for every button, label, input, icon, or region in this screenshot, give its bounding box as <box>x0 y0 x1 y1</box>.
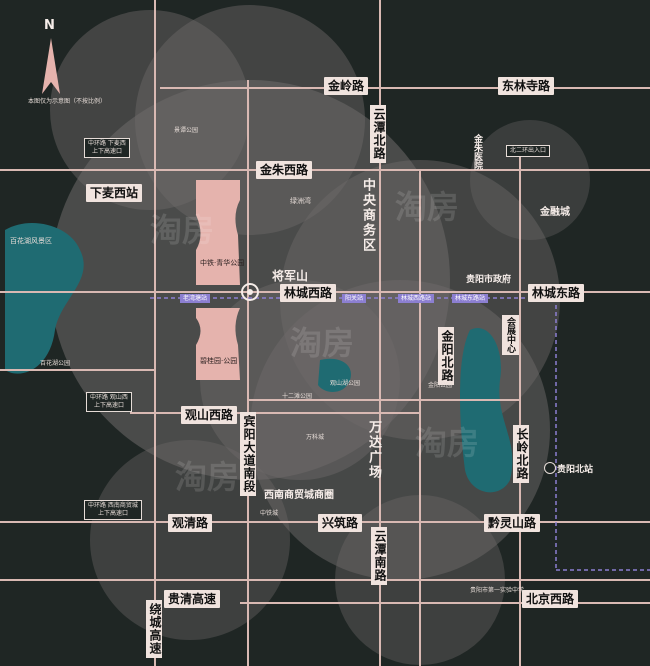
guanshan-exit-box: 中环路 观山西上下高速口 <box>86 392 132 412</box>
xiamai-station: 下麦西站 <box>86 184 143 202</box>
jiangjunshan-label: 将军山 <box>272 269 309 283</box>
metro-laowantang: 老湾塘站 <box>180 294 211 303</box>
road-lincheng-west: 林城西路 <box>280 284 337 302</box>
road-yuntan-north: 云潭北路 <box>370 105 386 163</box>
road-guiqing: 贵清高速 <box>164 590 221 608</box>
road-jinzhu-west: 金朱西路 <box>256 161 313 179</box>
poi-jinyang-park: 金阳公园 <box>428 382 453 389</box>
poi-baihua-park: 百花湖公园 <box>40 360 71 367</box>
road-guanshan-west: 观山西路 <box>181 406 238 424</box>
project-block-north <box>196 180 240 285</box>
north-arrow-icon <box>42 38 60 94</box>
wanda-label: 万达广场 <box>366 420 381 480</box>
watermark: 淘房 <box>415 424 480 462</box>
road-jinling: 金岭路 <box>324 77 369 95</box>
water-baihua-lake <box>5 222 84 374</box>
road-binyang: 宾阳大道南段 <box>240 412 256 496</box>
road-guanqing: 观清路 <box>168 514 213 532</box>
poi-zhongtie: 中铁城 <box>260 510 279 517</box>
circle-area <box>50 10 250 210</box>
road-qianling: 黔灵山路 <box>484 514 541 532</box>
hospital-label: 金朱医院 <box>472 134 482 170</box>
circle-area <box>470 120 590 240</box>
watermark: 淘房 <box>150 211 215 249</box>
water-changling-lake <box>460 328 513 493</box>
road-beijing-west: 北京西路 <box>522 590 579 608</box>
watermark: 淘房 <box>175 458 240 496</box>
road-donglinsi: 东林寺路 <box>498 77 555 95</box>
xinan-label: 西南商贸城商圈 <box>264 490 334 501</box>
poi-twelve: 十二滩公园 <box>282 393 313 400</box>
jinrong-label: 金融城 <box>540 207 570 218</box>
watermark: 淘房 <box>395 188 460 226</box>
expo-center-label: 会展中心 <box>502 315 519 355</box>
road-changling-north: 长岭北路 <box>513 425 529 483</box>
road-xingzhu: 兴筑路 <box>318 514 363 532</box>
road-lincheng-east: 林城东路 <box>528 284 585 302</box>
poi-wanke: 万科城 <box>306 434 325 441</box>
poi-guanshanhu: 观山湖公园 <box>330 380 361 387</box>
north-ring-exit-box: 北二环出入口 <box>506 145 551 157</box>
xinan-exit-box: 中环路 西南商贸城上下高速口 <box>84 500 142 520</box>
north-label: N <box>44 18 55 33</box>
metro-lincheng-east: 林城东路站 <box>452 294 489 303</box>
metro-yangguan: 阳关站 <box>342 294 367 303</box>
poi-jingtan: 景谭公园 <box>174 127 199 134</box>
watermark: 淘房 <box>290 324 355 362</box>
guiyang-north-station: 贵阳北站 <box>557 465 594 475</box>
poi-greenzhou: 绿洲湾 <box>290 197 311 205</box>
project-north-label: 中铁·青华公园 <box>200 259 245 267</box>
road-yuntan-south: 云潭南路 <box>371 527 387 585</box>
xiamai-exit-box: 中环路 下麦西上下高速口 <box>84 138 130 158</box>
station-icon <box>544 462 556 474</box>
gov-label: 贵阳市政府 <box>466 275 512 285</box>
metro-lincheng-west: 林城西路站 <box>398 294 435 303</box>
water-guanshan <box>318 358 351 392</box>
project-block-south <box>196 308 240 380</box>
cbd-label: 中央商务区 <box>360 178 375 253</box>
road-jinyang-north: 金阳北路 <box>438 327 454 385</box>
compass: N <box>38 18 64 98</box>
road-raocheng: 绕城高速 <box>146 600 162 658</box>
project-south-label: 碧桂园·公园 <box>200 357 238 365</box>
scale-note: 本图仅为示意图（不按比例） <box>28 98 107 105</box>
poi-school: 贵阳市第一实验中学 <box>470 587 525 594</box>
poi-baihua: 百花湖风景区 <box>10 237 52 245</box>
